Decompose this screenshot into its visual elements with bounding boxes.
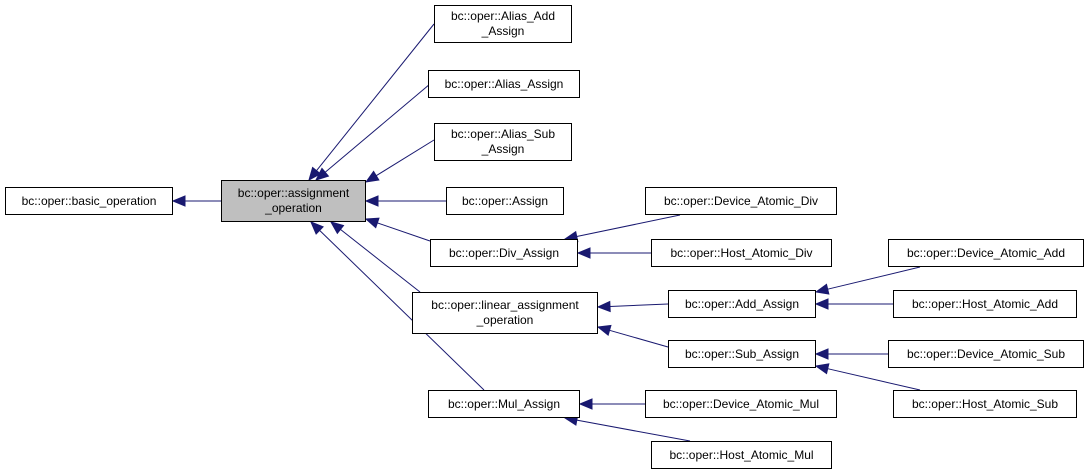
edge-alias-sub-to-assign-op xyxy=(364,139,435,183)
node-host-mul[interactable]: bc::oper::Host_Atomic_Mul xyxy=(651,441,832,469)
node-add-assign[interactable]: bc::oper::Add_Assign xyxy=(668,290,816,318)
edge-line xyxy=(576,214,681,238)
edge-host-mul-to-mul-assign xyxy=(563,414,691,442)
node-label: bc::oper::Host_Atomic_Add xyxy=(911,296,1059,311)
node-assign[interactable]: bc::oper::Assign xyxy=(446,187,564,215)
arrowhead xyxy=(364,170,380,183)
arrowhead xyxy=(364,195,379,207)
edge-alias-add-to-assign-op xyxy=(308,23,435,182)
node-label: bc::oper::assignment _operation xyxy=(237,186,350,215)
edge-line xyxy=(609,303,669,307)
arrowhead xyxy=(315,167,330,181)
edge-sub-assign-to-linear xyxy=(596,324,669,348)
edge-line xyxy=(340,229,421,293)
node-basic[interactable]: bc::oper::basic_operation xyxy=(5,187,173,215)
node-label: bc::oper::basic_operation xyxy=(21,193,157,208)
node-label: bc::oper::Device_Atomic_Mul xyxy=(662,396,820,411)
edge-assign-op-to-basic xyxy=(171,195,221,207)
edge-line xyxy=(316,23,435,171)
node-label: bc::oper::Assign xyxy=(461,193,549,208)
arrowhead xyxy=(578,398,593,410)
node-dev-sub[interactable]: bc::oper::Device_Atomic_Sub xyxy=(888,340,1084,368)
edge-line xyxy=(324,83,431,173)
node-label: bc::oper::Sub_Assign xyxy=(684,346,800,361)
node-alias-add[interactable]: bc::oper::Alias_Add _Assign xyxy=(434,5,572,43)
node-linear[interactable]: bc::oper::linear_assignment _operation xyxy=(412,292,598,334)
node-label: bc::oper::linear_assignment _operation xyxy=(431,298,579,327)
node-label: bc::oper::Device_Atomic_Sub xyxy=(906,346,1066,361)
arrowhead xyxy=(171,195,186,207)
node-label: bc::oper::Device_Atomic_Add xyxy=(906,245,1066,260)
node-label: bc::oper::Add_Assign xyxy=(684,296,800,311)
edge-assign-to-assign-op xyxy=(364,195,446,207)
node-label: bc::oper::Mul_Assign xyxy=(447,396,561,411)
node-label: bc::oper::Host_Atomic_Mul xyxy=(669,447,814,462)
edge-mul-assign-to-assign-op xyxy=(310,221,485,391)
node-label: bc::oper::Host_Atomic_Sub xyxy=(911,396,1059,411)
node-dev-mul[interactable]: bc::oper::Device_Atomic_Mul xyxy=(645,390,837,418)
node-alias-assign[interactable]: bc::oper::Alias_Assign xyxy=(428,70,580,98)
edge-line xyxy=(576,419,691,442)
edge-host-div-to-div-assign xyxy=(576,247,651,259)
arrowhead xyxy=(364,217,380,229)
edge-dev-div-to-div-assign xyxy=(563,214,681,243)
node-label: bc::oper::Host_Atomic_Div xyxy=(670,245,813,260)
edge-line xyxy=(377,222,431,242)
node-alias-sub[interactable]: bc::oper::Alias_Sub _Assign xyxy=(434,123,572,161)
node-assign-op: bc::oper::assignment _operation xyxy=(221,180,366,222)
arrowhead xyxy=(596,300,611,313)
node-div-assign[interactable]: bc::oper::Div_Assign xyxy=(430,239,578,267)
arrowhead xyxy=(596,324,612,336)
edge-div-assign-to-assign-op xyxy=(364,217,431,242)
node-label: bc::oper::Device_Atomic_Div xyxy=(663,193,819,208)
node-mul-assign[interactable]: bc::oper::Mul_Assign xyxy=(428,390,580,418)
edge-host-sub-to-sub-assign xyxy=(814,363,921,391)
edge-line xyxy=(609,329,669,348)
arrowhead xyxy=(329,221,345,235)
arrowhead xyxy=(814,363,830,375)
node-label: bc::oper::Alias_Add _Assign xyxy=(450,9,556,38)
edge-line xyxy=(319,230,485,391)
node-label: bc::oper::Div_Assign xyxy=(448,245,560,260)
arrowhead xyxy=(814,298,829,310)
node-host-sub[interactable]: bc::oper::Host_Atomic_Sub xyxy=(893,390,1077,418)
edge-line xyxy=(827,368,921,391)
arrowhead xyxy=(310,221,324,235)
edge-dev-sub-to-sub-assign xyxy=(814,348,888,360)
arrowhead xyxy=(814,348,829,360)
edge-line xyxy=(375,139,435,177)
node-host-div[interactable]: bc::oper::Host_Atomic_Div xyxy=(651,239,832,267)
edge-dev-mul-to-mul-assign xyxy=(578,398,645,410)
node-label: bc::oper::Alias_Assign xyxy=(444,76,564,91)
arrowhead xyxy=(814,283,830,295)
node-label: bc::oper::Alias_Sub _Assign xyxy=(450,127,556,156)
edge-alias-assign-to-assign-op xyxy=(315,83,431,181)
edge-add-assign-to-linear xyxy=(596,300,669,313)
node-sub-assign[interactable]: bc::oper::Sub_Assign xyxy=(668,340,816,368)
arrowhead xyxy=(308,166,322,182)
edge-line xyxy=(827,266,921,290)
node-dev-add[interactable]: bc::oper::Device_Atomic_Add xyxy=(888,239,1084,267)
node-host-add[interactable]: bc::oper::Host_Atomic_Add xyxy=(893,290,1077,318)
arrowhead xyxy=(576,247,591,259)
edge-host-add-to-add-assign xyxy=(814,298,893,310)
edge-dev-add-to-add-assign xyxy=(814,266,921,295)
edge-linear-to-assign-op xyxy=(329,221,421,293)
node-dev-div[interactable]: bc::oper::Device_Atomic_Div xyxy=(645,187,837,215)
